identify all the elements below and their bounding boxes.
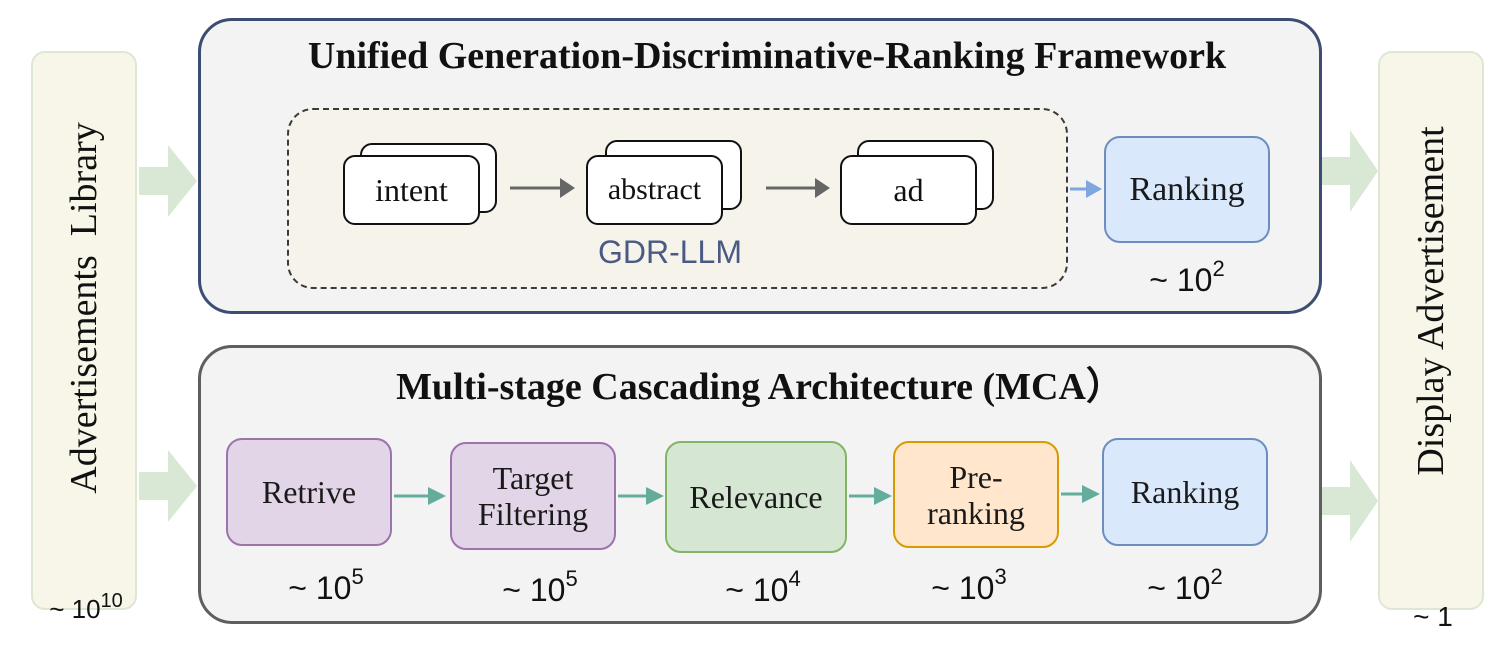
display-advertisement-panel: Display Advertisement ~ 1 <box>1378 51 1484 632</box>
count-relevance-base: ~ 10 <box>725 572 789 608</box>
arrow-preranking-to-ranking-head <box>1082 485 1100 503</box>
gdr-ranking-count-exp: 2 <box>1212 256 1225 281</box>
count-target-filtering-base: ~ 10 <box>502 572 566 608</box>
count-pre-ranking: ~ 103 <box>886 564 1052 607</box>
ad-card: ad <box>840 155 977 225</box>
library-count: ~ 1010 <box>33 590 139 625</box>
count-retrive-base: ~ 10 <box>288 570 352 606</box>
gdr-ranking-count: ~ 102 <box>1104 256 1270 299</box>
mca-title: Multi-stage Cascading Architecture (MCA） <box>396 366 1124 408</box>
stage-retrive: Retrive <box>226 438 392 546</box>
arrow-abstract-to-ad-head <box>815 178 830 198</box>
display-count: ~ 1 <box>1413 601 1453 632</box>
stage-relevance: Relevance <box>665 441 847 553</box>
count-ranking: ~ 102 <box>1102 564 1268 607</box>
big-arrow-library-to-mca <box>139 450 197 522</box>
big-arrow-gdr-to-display <box>1322 130 1378 212</box>
library-count-base: ~ 10 <box>49 594 101 624</box>
arrow-relevance-to-preranking-head <box>874 487 892 505</box>
big-arrow-library-to-gdr <box>139 145 197 217</box>
stage-ranking: Ranking <box>1102 438 1268 546</box>
count-retrive: ~ 105 <box>243 564 409 607</box>
gdr-ranking-count-base: ~ 10 <box>1149 262 1213 298</box>
arrow-intent-to-abstract-head <box>560 178 575 198</box>
count-retrive-exp: 5 <box>351 564 364 589</box>
arrow-target-to-relevance-head <box>646 487 664 505</box>
abstract-card: abstract <box>586 155 723 225</box>
intent-card: intent <box>343 155 480 225</box>
count-ranking-exp: 2 <box>1210 564 1223 589</box>
advertisements-library-panel: Advertisements Library ~ 1010 <box>31 51 137 624</box>
count-pre-ranking-base: ~ 10 <box>931 570 995 606</box>
gdr-framework-title: Unified Generation-Discriminative-Rankin… <box>307 35 1227 77</box>
stage-target-filtering: Target Filtering <box>450 442 616 550</box>
count-ranking-base: ~ 10 <box>1147 570 1211 606</box>
gdr-llm-label: GDR-LLM <box>597 234 742 270</box>
count-target-filtering: ~ 105 <box>457 566 623 609</box>
library-count-exp: 10 <box>100 590 123 612</box>
big-arrow-mca-to-display <box>1322 460 1378 542</box>
stage-pre-ranking: Pre- ranking <box>893 441 1059 548</box>
count-pre-ranking-exp: 3 <box>994 564 1007 589</box>
gdr-ranking-box: Ranking <box>1104 136 1270 243</box>
arrow-llm-to-ranking-head <box>1086 180 1102 198</box>
count-target-filtering-exp: 5 <box>565 566 578 591</box>
count-relevance-exp: 4 <box>788 566 801 591</box>
count-relevance: ~ 104 <box>680 566 846 609</box>
arrow-retrive-to-target-head <box>428 487 446 505</box>
